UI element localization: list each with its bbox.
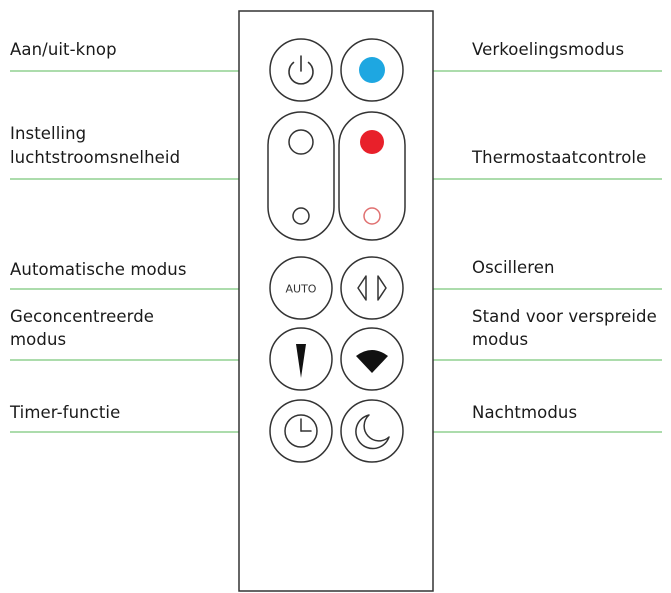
focused-mode-icon [296,344,306,378]
power-icon [288,55,314,85]
cooling-dot-icon [359,57,385,83]
heat-down-icon[interactable] [363,207,381,225]
label-focused-line1: Geconcentreerde [10,307,155,326]
label-airflow-line2: luchtstroomsnelheid [10,148,181,167]
diffused-mode-icon [356,350,388,373]
remote-body [238,10,434,592]
leader-lines [10,70,662,433]
auto-button-text: AUTO [286,283,317,296]
diffused-mode-button[interactable] [340,327,404,391]
label-focused-line2: modus [10,330,67,349]
label-power: Aan/uit-knop [10,40,117,59]
label-diffused-line1: Stand voor verspreide [472,307,657,326]
label-timer: Timer-functie [10,403,121,422]
label-cooling: Verkoelingsmodus [472,40,625,59]
cooling-mode-button[interactable] [340,38,404,102]
fan-speed-up-icon[interactable] [288,129,314,155]
night-mode-button[interactable] [340,399,404,463]
power-button[interactable] [269,38,333,102]
auto-mode-button[interactable]: AUTO [269,256,333,320]
fan-speed-down-icon[interactable] [292,207,310,225]
heat-up-icon[interactable] [360,130,384,154]
oscillate-button[interactable] [340,256,404,320]
label-airflow-line1: Instelling [10,124,87,143]
label-auto: Automatische modus [10,260,187,279]
night-mode-icon [355,414,390,450]
airflow-speed-control [267,111,335,241]
thermostat-control [338,111,406,241]
timer-icon [284,414,318,448]
oscillate-icon [357,275,387,301]
focused-mode-button[interactable] [269,327,333,391]
label-diffused-line2: modus [472,330,529,349]
timer-button[interactable] [269,399,333,463]
label-oscillate: Oscilleren [472,258,555,277]
label-thermostat: Thermostaatcontrole [472,148,647,167]
label-night: Nachtmodus [472,403,578,422]
